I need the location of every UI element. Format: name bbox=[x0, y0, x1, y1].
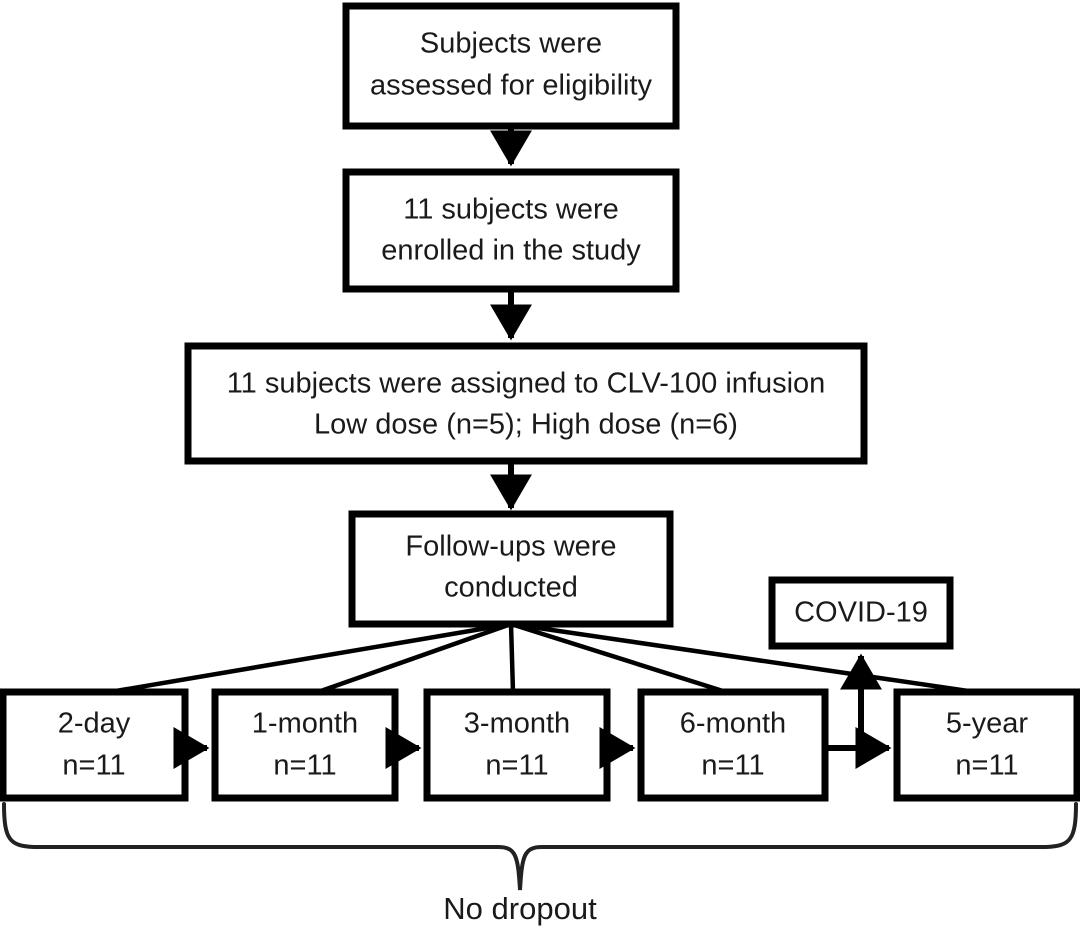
node-covid-19-label: COVID-19 bbox=[794, 597, 928, 629]
node-assigned-infusion-line1: 11 subjects were assigned to CLV-100 inf… bbox=[227, 368, 826, 400]
timepoint-5-year-label: 5-year bbox=[946, 708, 1029, 740]
timepoint-3-month: 3-month n=11 bbox=[423, 688, 611, 802]
timepoint-1-month-box bbox=[211, 688, 399, 802]
node-assessed-for-eligibility-line2: assessed for eligibility bbox=[370, 70, 653, 102]
timepoint-2-day: 2-day n=11 bbox=[0, 688, 189, 802]
timepoint-6-month: 6-month n=11 bbox=[637, 688, 829, 802]
timepoint-5-year-box bbox=[893, 688, 1080, 802]
timepoint-1-month: 1-month n=11 bbox=[211, 688, 399, 802]
node-assessed-for-eligibility-box bbox=[342, 2, 680, 130]
connector-followups-to-2-day bbox=[109, 621, 512, 695]
timepoint-6-month-label: 6-month bbox=[680, 708, 786, 740]
node-assigned-infusion-box bbox=[184, 342, 868, 465]
node-followups-conducted-box bbox=[348, 510, 674, 628]
node-covid-19: COVID-19 bbox=[768, 576, 954, 650]
timepoint-3-month-count: n=11 bbox=[485, 750, 548, 782]
connector-followups-to-5-year bbox=[510, 621, 976, 695]
node-followups-conducted: Follow-ups were conducted bbox=[348, 510, 674, 628]
no-dropout-brace bbox=[2, 802, 1078, 891]
timepoint-3-month-box bbox=[423, 688, 611, 802]
timepoint-5-year: 5-year n=11 bbox=[893, 688, 1080, 802]
connector-followups-to-6-month bbox=[510, 621, 727, 695]
node-assigned-infusion: 11 subjects were assigned to CLV-100 inf… bbox=[184, 342, 868, 465]
node-covid-19-box bbox=[768, 576, 954, 650]
timepoint-6-month-count: n=11 bbox=[701, 750, 764, 782]
node-assessed-for-eligibility: Subjects were assessed for eligibility bbox=[342, 2, 680, 130]
timepoint-6-month-box bbox=[637, 688, 829, 802]
connector-followups-to-1-month bbox=[317, 621, 512, 695]
timepoint-2-day-box bbox=[0, 688, 189, 802]
node-followups-conducted-line1: Follow-ups were bbox=[405, 531, 616, 563]
timepoint-1-month-label: 1-month bbox=[252, 708, 358, 740]
node-assessed-for-eligibility-line1: Subjects were bbox=[420, 28, 602, 60]
timepoint-1-month-count: n=11 bbox=[273, 750, 336, 782]
timepoint-2-day-label: 2-day bbox=[58, 708, 131, 740]
node-enrolled-in-study-line1: 11 subjects were bbox=[403, 194, 618, 226]
timepoint-3-month-label: 3-month bbox=[464, 708, 570, 740]
node-enrolled-in-study-box bbox=[342, 168, 680, 293]
timepoint-5-year-count: n=11 bbox=[955, 750, 1018, 782]
node-followups-conducted-line2: conducted bbox=[444, 572, 578, 604]
node-enrolled-in-study: 11 subjects were enrolled in the study bbox=[342, 168, 680, 293]
no-dropout-caption: No dropout bbox=[443, 891, 597, 926]
node-assigned-infusion-line2: Low dose (n=5); High dose (n=6) bbox=[314, 409, 738, 441]
connector-followups-to-3-month bbox=[508, 623, 516, 693]
node-enrolled-in-study-line2: enrolled in the study bbox=[381, 235, 641, 267]
timepoint-2-day-count: n=11 bbox=[62, 750, 125, 782]
